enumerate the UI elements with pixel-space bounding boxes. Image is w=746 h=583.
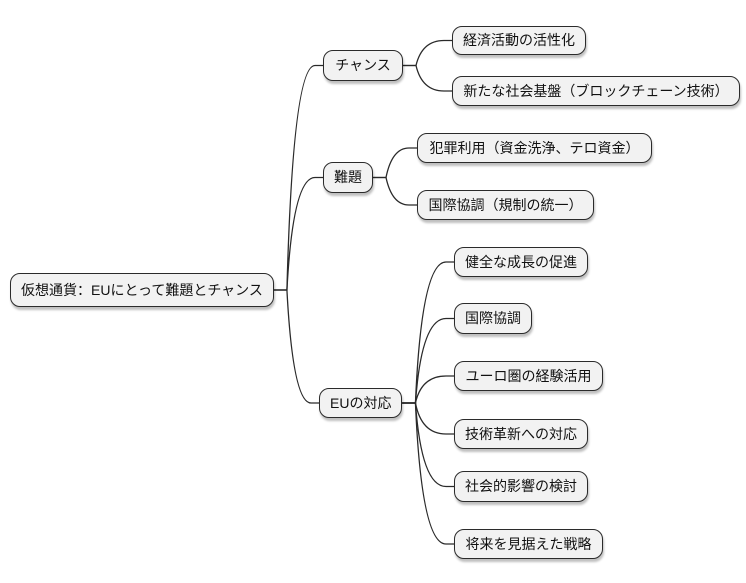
node-eu-response: EUの対応	[319, 388, 403, 418]
leaf-new-social-infrastructure: 新たな社会基盤（ブロックチェーン技術）	[452, 76, 740, 106]
leaf-future-strategy: 将来を見据えた戦略	[454, 529, 603, 559]
leaf-eurozone-experience: ユーロ圏の経験活用	[454, 361, 603, 391]
leaf-criminal-use: 犯罪利用（資金洗浄、テロ資金）	[417, 133, 652, 163]
node-opportunities: チャンス	[323, 50, 403, 81]
node-root: 仮想通貨：EUにとって難題とチャンス	[10, 273, 274, 307]
leaf-social-impact-review: 社会的影響の検討	[454, 471, 588, 502]
leaf-economic-activation: 経済活動の活性化	[452, 26, 586, 55]
node-challenges: 難題	[323, 162, 373, 193]
leaf-international-coordination-regulation: 国際協調（規制の統一）	[417, 190, 594, 220]
leaf-healthy-growth: 健全な成長の促進	[454, 247, 588, 277]
leaf-tech-innovation-response: 技術革新への対応	[454, 419, 588, 449]
leaf-international-coordination: 国際協調	[454, 303, 532, 334]
